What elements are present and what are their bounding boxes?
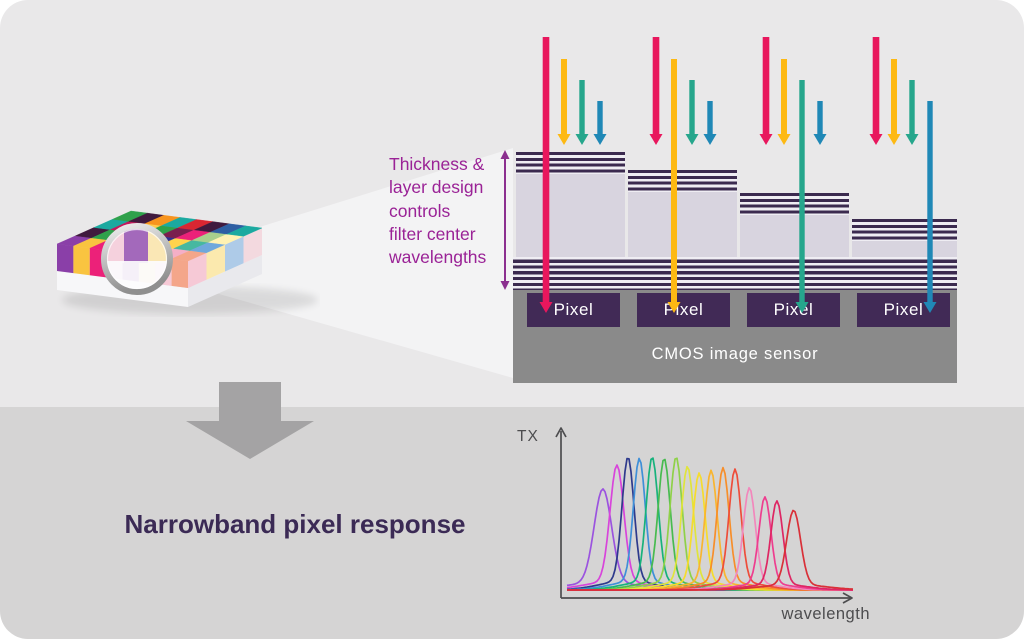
filter-stack-2: [628, 170, 737, 259]
narrowband-response-chart: [555, 427, 854, 604]
pixel-label: Pixel: [553, 300, 594, 319]
thickness-annotation: Thickness & layer design controls filter…: [389, 154, 487, 268]
x-axis-label: wavelength: [781, 605, 870, 623]
down-arrow-head: [186, 421, 314, 459]
mosaic-filter-array-illustration: [56, 210, 318, 314]
cmos-sensor-label: CMOS image sensor: [651, 345, 819, 363]
down-arrow-icon: [219, 382, 281, 422]
wavelength-arrows: [539, 37, 937, 313]
pixel-box-1: Pixel: [527, 293, 620, 327]
common-layer-stack: [513, 257, 957, 290]
double-arrow-icon: [500, 150, 510, 290]
page-title: Narrowband pixel response: [124, 509, 466, 539]
pixel-box-4: Pixel: [857, 293, 950, 327]
pixel-box-2: Pixel: [637, 293, 730, 327]
magnifier-beam: [128, 148, 513, 378]
filter-stack-4: [852, 219, 957, 259]
filter-stack-3: [740, 193, 849, 259]
y-axis-label: TX: [517, 428, 539, 445]
bottom-section-background: [0, 407, 1024, 639]
pixel-label: Pixel: [883, 300, 924, 319]
filter-stack-1: [516, 152, 625, 259]
pixel-box-3: Pixel: [747, 293, 840, 327]
